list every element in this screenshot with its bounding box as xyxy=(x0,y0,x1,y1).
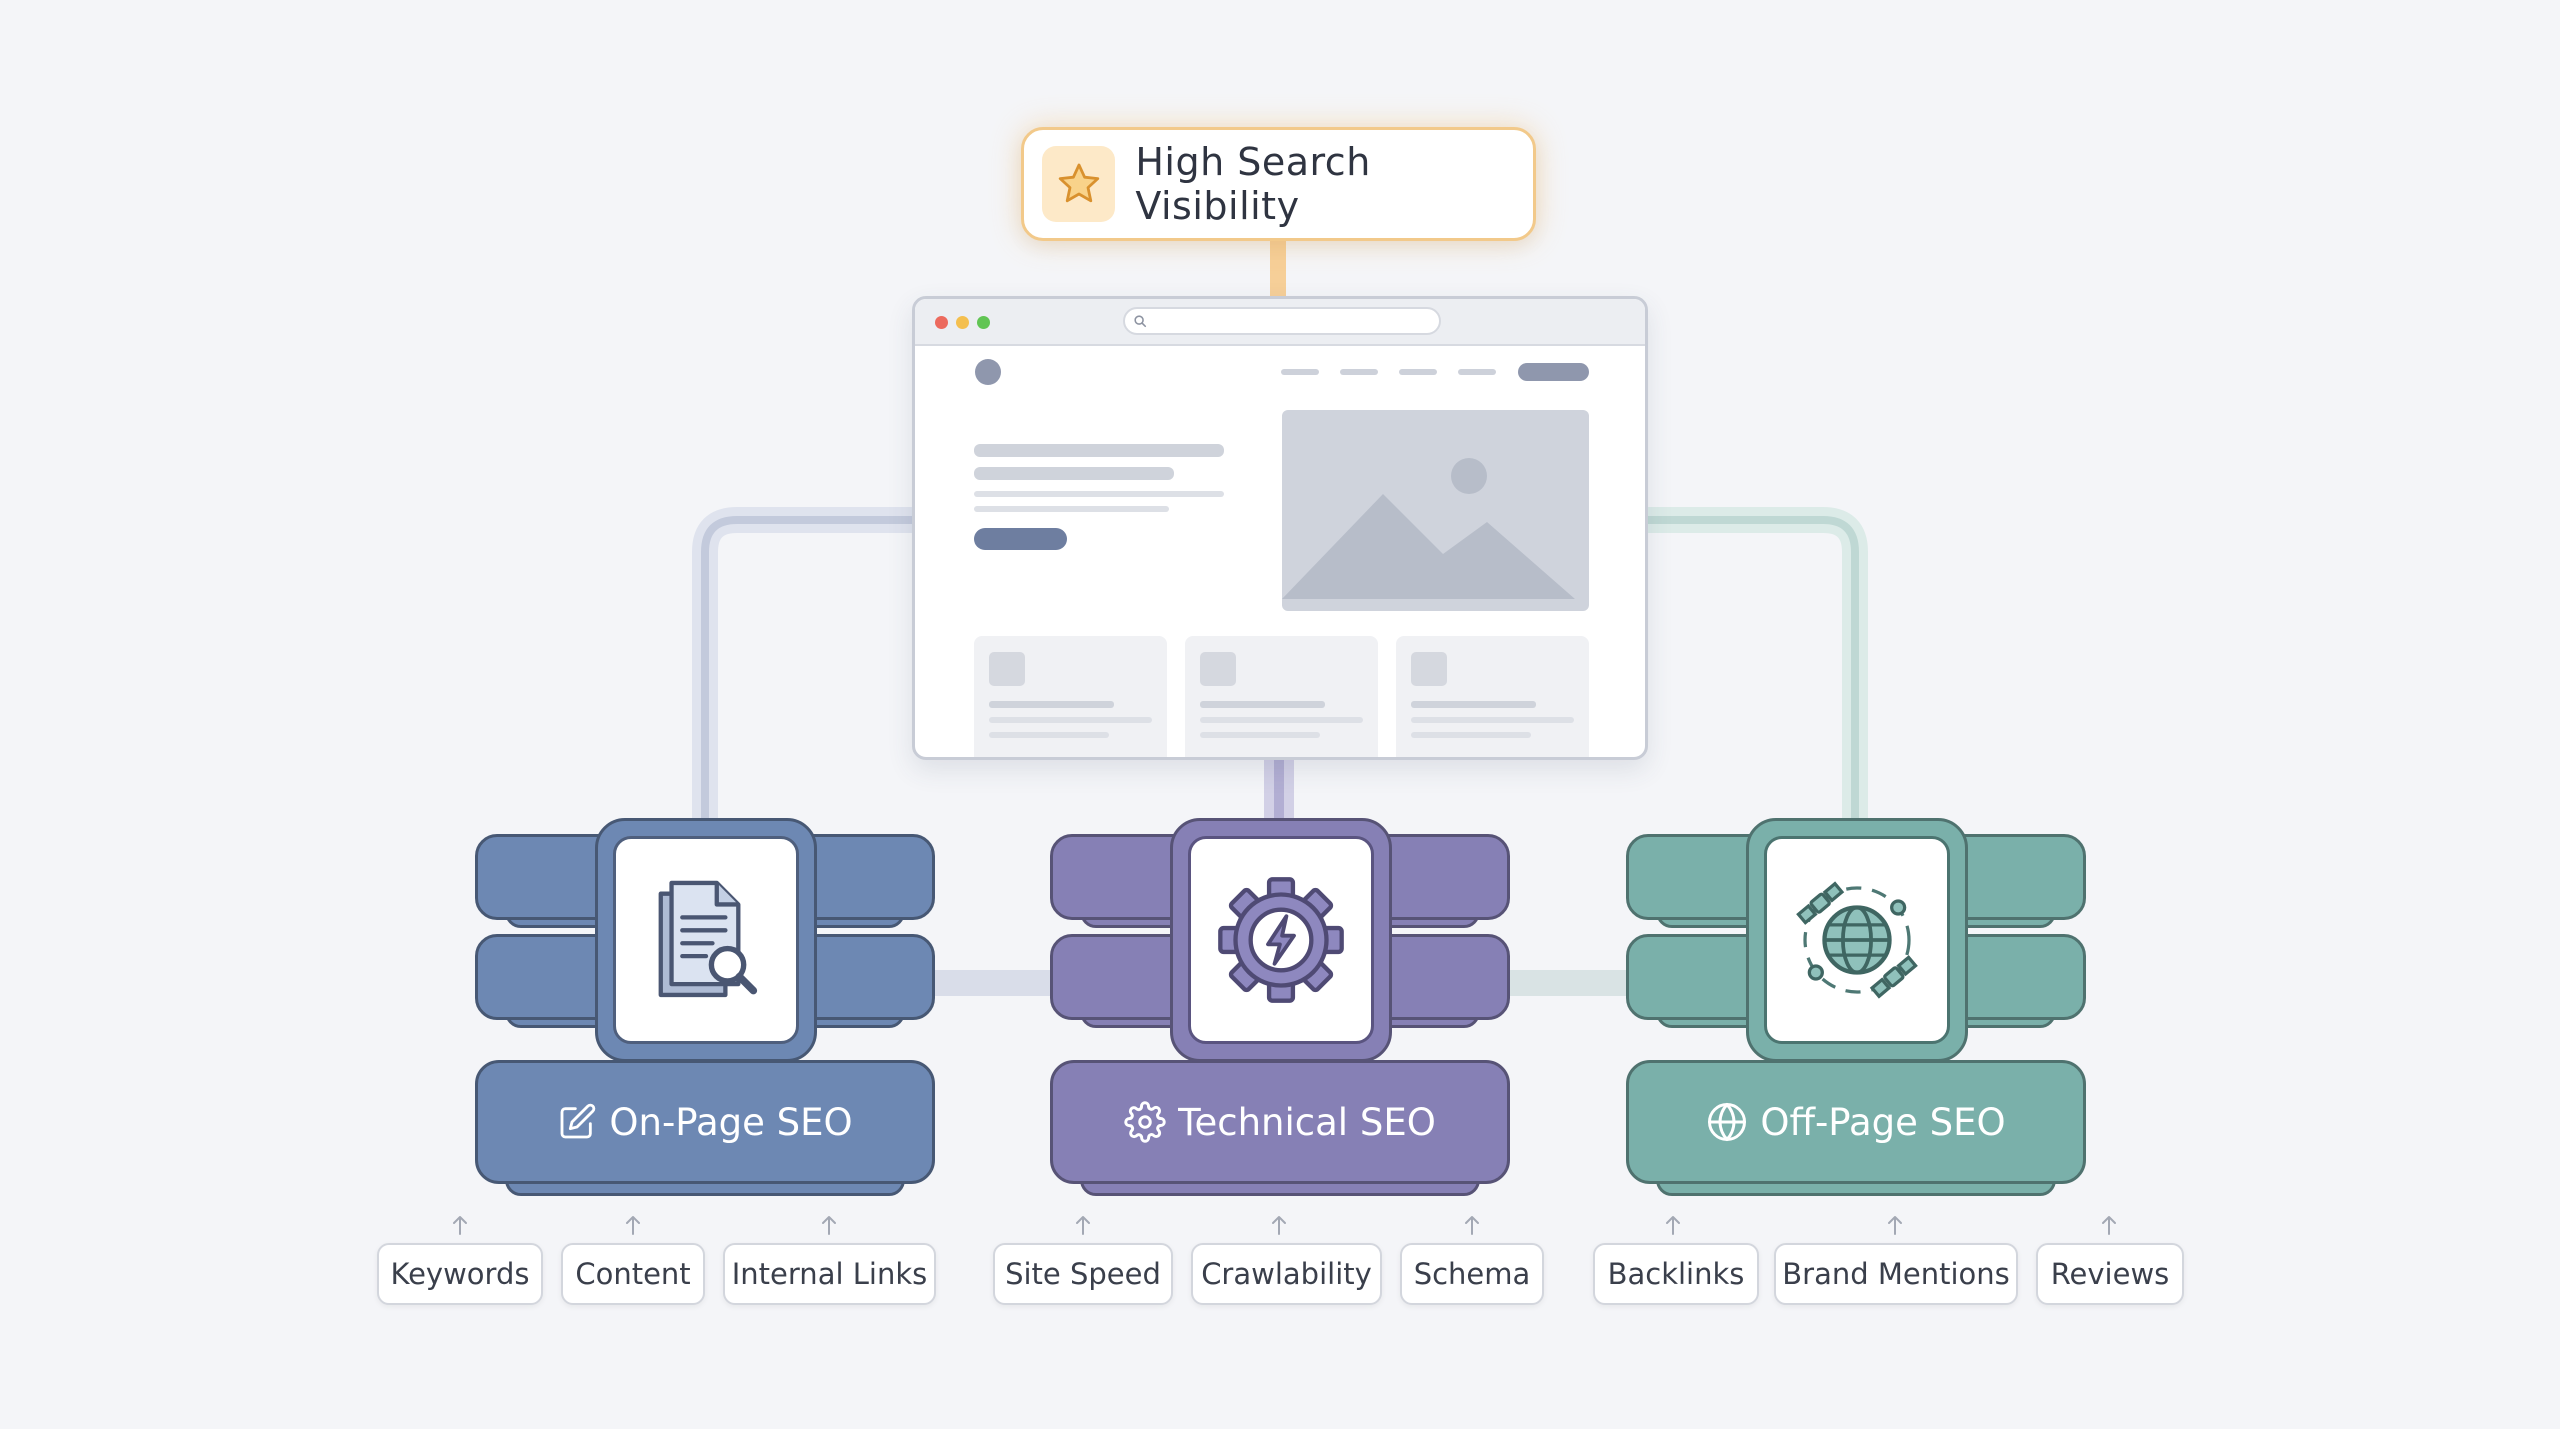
factor-label: Site Speed xyxy=(1005,1257,1161,1291)
factor-chip-reviews: Reviews xyxy=(2036,1243,2184,1305)
globe-icon xyxy=(1708,1103,1747,1141)
card-line-placeholder xyxy=(989,701,1114,708)
card-line-placeholder xyxy=(1411,732,1531,738)
factor-label: Content xyxy=(575,1257,691,1291)
connector-pillars-right xyxy=(1505,970,1629,996)
website-mockup xyxy=(912,296,1648,760)
factor-label: Backlinks xyxy=(1607,1257,1745,1291)
nav-link-placeholder xyxy=(1458,369,1496,375)
goal-badge: High Search Visibility xyxy=(1021,127,1536,241)
window-minimize-dot xyxy=(956,316,969,329)
mountain-shape xyxy=(1282,494,1575,599)
pillar-label: On-Page SEO xyxy=(475,1060,935,1184)
arrow-up-icon xyxy=(1465,1216,1479,1235)
card-icon-placeholder xyxy=(1411,652,1447,686)
arrow-up-icon xyxy=(2102,1216,2116,1235)
nav-link-placeholder xyxy=(1399,369,1437,375)
card-line-placeholder xyxy=(1411,701,1536,708)
factor-chip-schema: Schema xyxy=(1400,1243,1544,1305)
window-maximize-dot xyxy=(977,316,990,329)
globe-satellite-icon xyxy=(1796,881,1918,999)
icon-tile xyxy=(1764,836,1950,1044)
pillar-off-page-seo: Off-Page SEO xyxy=(1626,818,2086,1198)
factor-label: Reviews xyxy=(2050,1257,2170,1291)
address-bar xyxy=(1123,307,1441,335)
factor-label: Schema xyxy=(1413,1257,1531,1291)
nav-link-placeholder xyxy=(1340,369,1378,375)
factor-chip-brand-mentions: Brand Mentions xyxy=(1774,1243,2018,1305)
nav-link-placeholder xyxy=(1281,369,1319,375)
connector-pillars-left xyxy=(930,970,1052,996)
card-line-placeholder xyxy=(1200,701,1325,708)
connector-offpage-to-site xyxy=(1646,507,1868,820)
gear-icon xyxy=(1124,1101,1166,1143)
card-line-placeholder xyxy=(1200,732,1320,738)
arrow-up-icon xyxy=(1076,1216,1090,1235)
factor-label: Keywords xyxy=(390,1257,530,1291)
pillar-label: Technical SEO xyxy=(1050,1060,1510,1184)
arrow-up-icon xyxy=(1888,1216,1902,1235)
document-search-icon xyxy=(658,880,758,998)
gear-bolt-icon xyxy=(1218,877,1344,1003)
connector-onpage-to-site xyxy=(692,507,914,820)
icon-tile xyxy=(613,836,799,1044)
headline-placeholder xyxy=(974,467,1174,480)
connector-onpage-to-site-inner xyxy=(701,516,914,820)
window-close-dot xyxy=(935,316,948,329)
pillar-title: Technical SEO xyxy=(1178,1100,1436,1144)
connector-offpage-to-site-inner xyxy=(1646,516,1859,820)
factor-chip-crawlability: Crawlability xyxy=(1191,1243,1382,1305)
icon-tile xyxy=(1188,836,1374,1044)
card-icon-placeholder xyxy=(1200,652,1236,686)
pillar-label: Off-Page SEO xyxy=(1626,1060,2086,1184)
factor-chip-backlinks: Backlinks xyxy=(1593,1243,1759,1305)
card-line-placeholder xyxy=(989,717,1152,723)
pillar-title: On-Page SEO xyxy=(609,1100,853,1144)
factor-label: Internal Links xyxy=(731,1257,928,1291)
arrow-up-icon xyxy=(453,1216,467,1235)
cta-button-placeholder xyxy=(974,528,1067,550)
browser-toolbar xyxy=(915,299,1645,346)
pillar-title: Off-Page SEO xyxy=(1760,1100,2006,1144)
sun-shape xyxy=(1451,458,1487,494)
arrow-up-icon xyxy=(1272,1216,1286,1235)
card-line-placeholder xyxy=(989,732,1109,738)
factor-chip-site-speed: Site Speed xyxy=(993,1243,1173,1305)
factor-chip-internal-links: Internal Links xyxy=(723,1243,936,1305)
arrow-up-icon xyxy=(1666,1216,1680,1235)
factor-label: Brand Mentions xyxy=(1782,1257,2010,1291)
connector-technical-to-site-inner xyxy=(1274,760,1284,820)
factor-label: Crawlability xyxy=(1201,1257,1372,1291)
badge-star-box xyxy=(1042,146,1116,222)
factor-chip-content: Content xyxy=(561,1243,705,1305)
card-icon-placeholder xyxy=(989,652,1025,686)
card-line-placeholder xyxy=(1200,717,1363,723)
nav-button-placeholder xyxy=(1518,363,1589,381)
search-icon xyxy=(1134,315,1147,328)
logo-placeholder xyxy=(975,359,1001,385)
pillar-on-page-seo: On-Page SEO xyxy=(475,818,935,1198)
connector-goal-to-site xyxy=(1270,238,1286,298)
arrow-up-icon xyxy=(822,1216,836,1235)
arrow-up-icon xyxy=(626,1216,640,1235)
star-icon xyxy=(1058,163,1099,203)
factor-chip-keywords: Keywords xyxy=(377,1243,543,1305)
pillar-technical-seo: Technical SEO xyxy=(1050,818,1510,1198)
edit-icon xyxy=(560,1103,596,1139)
page-wireframe xyxy=(974,359,1589,757)
text-line-placeholder xyxy=(974,506,1169,512)
headline-placeholder xyxy=(974,444,1224,457)
text-line-placeholder xyxy=(974,491,1224,497)
goal-label: High Search Visibility xyxy=(1135,140,1371,228)
card-line-placeholder xyxy=(1411,717,1574,723)
